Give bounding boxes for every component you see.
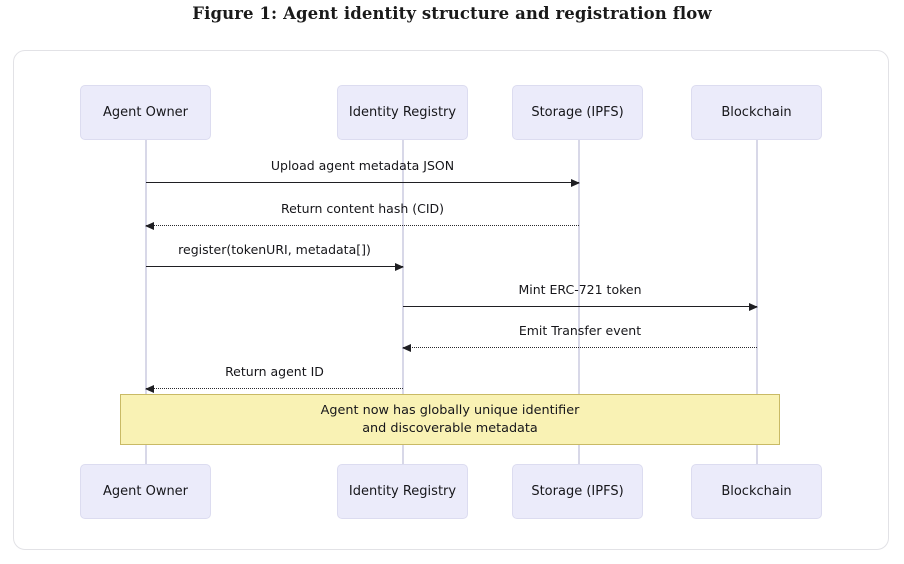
arrowhead-left-icon (402, 343, 411, 352)
participant-bottom-identity-registry[interactable]: Identity Registry (337, 464, 468, 519)
participant-label: Agent Owner (102, 484, 189, 499)
participant-label: Agent Owner (102, 105, 189, 120)
participant-top-identity-registry[interactable]: Identity Registry (337, 85, 468, 140)
message-arrow-return-agent-id (145, 384, 403, 393)
lifeline-blockchain (756, 140, 758, 495)
participant-bottom-blockchain[interactable]: Blockchain (691, 464, 822, 519)
message-label-register-tokenuri-metadata: register(tokenURI, metadata[]) (178, 242, 371, 257)
participant-label: Blockchain (721, 105, 792, 120)
participant-label: Identity Registry (348, 105, 457, 120)
participant-top-blockchain[interactable]: Blockchain (691, 85, 822, 140)
note-line-2: and discoverable metadata (362, 420, 538, 436)
page-title: Figure 1: Agent identity structure and r… (192, 4, 712, 23)
message-label-return-agent-id: Return agent ID (225, 364, 324, 379)
participant-label: Storage (IPFS) (531, 484, 624, 499)
message-label-upload-agent-metadata-json: Upload agent metadata JSON (270, 158, 455, 173)
participant-bottom-agent-owner[interactable]: Agent Owner (80, 464, 211, 519)
participant-top-storage-ipfs[interactable]: Storage (IPFS) (512, 85, 643, 140)
lifeline-agent-owner (145, 140, 147, 495)
message-arrow-return-content-hash-cid (145, 221, 579, 230)
lifeline-identity-registry (402, 140, 404, 495)
message-arrow-upload-agent-metadata-json (146, 178, 580, 187)
arrowhead-right-icon (571, 178, 580, 187)
message-label-emit-transfer-event: Emit Transfer event (518, 323, 642, 338)
lifeline-storage-ipfs (578, 140, 580, 495)
message-arrow-mint-erc-721-token (403, 302, 758, 311)
outcome-note: Agent now has globally unique identifier… (120, 394, 780, 445)
arrowhead-left-icon (145, 221, 154, 230)
message-arrow-emit-transfer-event (402, 343, 757, 352)
sequence-diagram-frame: Agent Owner Identity Registry Storage (I… (13, 50, 889, 550)
arrowhead-right-icon (395, 262, 404, 271)
message-label-return-content-hash-cid: Return content hash (CID) (280, 201, 445, 216)
note-line-1: Agent now has globally unique identifier (320, 403, 580, 419)
participant-label: Identity Registry (348, 484, 457, 499)
participant-top-agent-owner[interactable]: Agent Owner (80, 85, 211, 140)
participant-label: Storage (IPFS) (531, 105, 624, 120)
arrowhead-right-icon (749, 302, 758, 311)
participant-label: Blockchain (721, 484, 792, 499)
arrowhead-left-icon (145, 384, 154, 393)
message-label-mint-erc-721-token: Mint ERC-721 token (518, 282, 642, 297)
message-arrow-register-tokenuri-metadata (146, 262, 404, 271)
participant-bottom-storage-ipfs[interactable]: Storage (IPFS) (512, 464, 643, 519)
